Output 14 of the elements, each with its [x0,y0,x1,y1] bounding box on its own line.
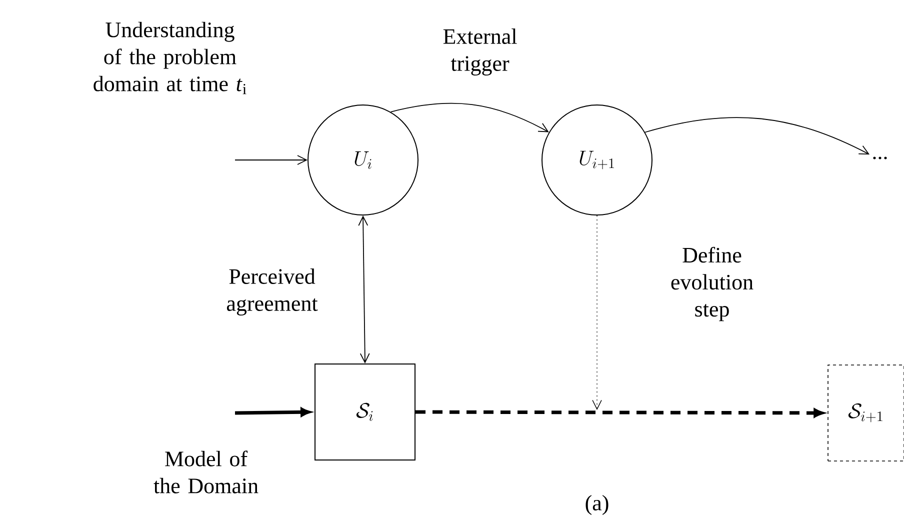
edge-label: External trigger [443,28,517,76]
ellipsis: ... [873,156,887,160]
model-box: $\mathcal{S}_{i+1}$ [828,364,904,462]
edge-label: Perceived agreement [226,268,318,316]
arrow [592,215,602,410]
arrow [234,155,308,165]
edge-label: Model of the Domain [154,450,258,494]
edge-label: Define evolution step [671,246,754,322]
arrow [644,117,870,154]
caption: (a) [586,495,608,515]
edge-label: Understanding of the problem domain at time t$_{i}$ [94,22,246,94]
model-box: $\mathcal{S}_i$ [314,364,416,460]
arrow [358,216,370,364]
arrow [390,102,549,132]
